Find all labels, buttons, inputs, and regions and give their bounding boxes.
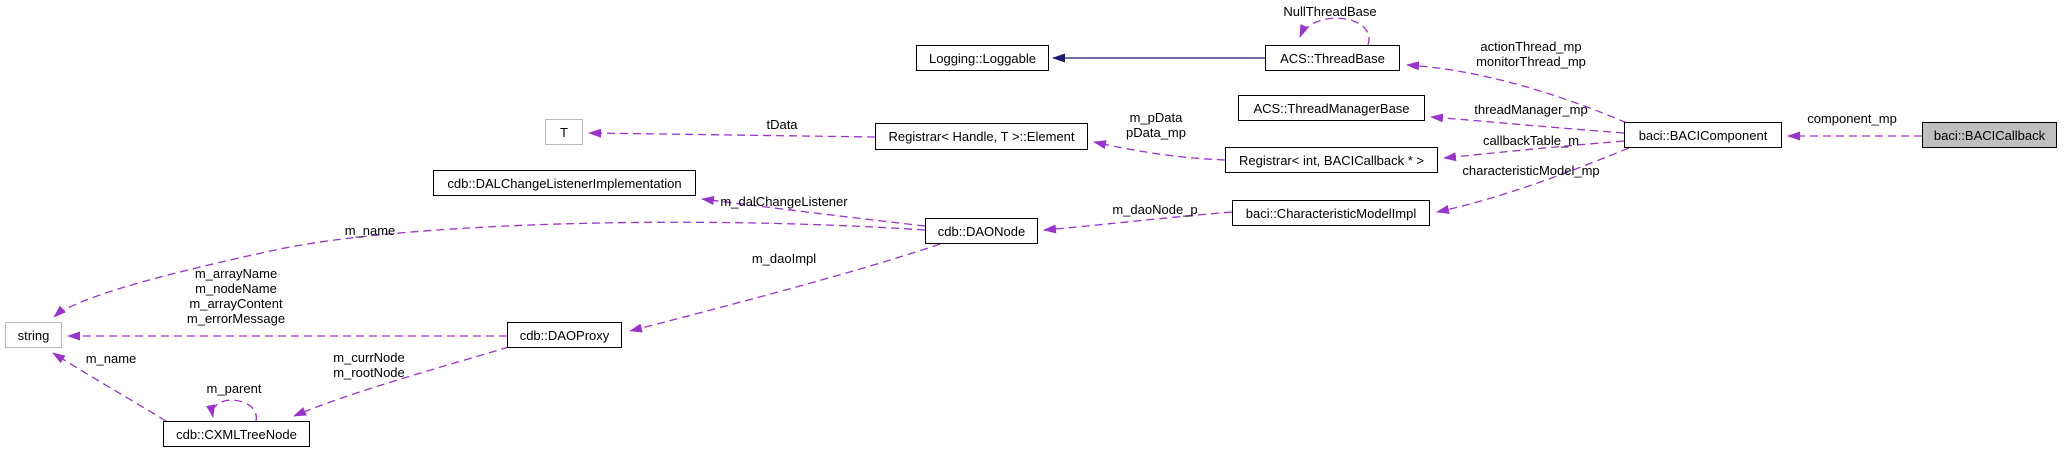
node-cdb-daonode[interactable]: cdb::DAONode bbox=[925, 218, 1038, 244]
edge-currnode bbox=[293, 346, 510, 417]
edge-label-daoimpl: m_daoImpl bbox=[751, 251, 817, 266]
edge-label-actionthread: actionThread_mp monitorThread_mp bbox=[1476, 39, 1586, 69]
edge-label-pdata: m_pData pData_mp bbox=[1126, 110, 1186, 140]
edge-actionthread bbox=[1406, 61, 1628, 124]
edge-tdata bbox=[588, 128, 876, 138]
node-cdb-daoproxy[interactable]: cdb::DAOProxy bbox=[507, 322, 622, 348]
edge-label-currnode: m_currNode m_rootNode bbox=[333, 350, 405, 380]
node-registrar-element[interactable]: Registrar< Handle, T >::Element bbox=[875, 123, 1088, 150]
node-registrar-int-bacicallback[interactable]: Registrar< int, BACICallback * > bbox=[1225, 147, 1438, 173]
node-baci-bacicallback: baci::BACICallback bbox=[1922, 122, 2057, 148]
edge-label-daonode-mname: m_name bbox=[344, 223, 396, 238]
edge-label-cxml-mname: m_name bbox=[85, 351, 137, 366]
edge-self-nullthreadbase bbox=[1299, 17, 1370, 46]
edge-label-arrayname: m_arrayName m_nodeName m_arrayContent m_… bbox=[186, 266, 286, 326]
edge-label-nullthreadbase: NullThreadBase bbox=[1283, 4, 1377, 19]
edge-label-threadmanager: threadManager_mp bbox=[1474, 102, 1588, 117]
edge-callbacktable bbox=[1443, 140, 1625, 162]
edge-label-daonode-p: m_daoNode_p bbox=[1112, 202, 1198, 217]
edge-characteristicmodel bbox=[1436, 147, 1630, 214]
node-baci-characteristicmodelimpl[interactable]: baci::CharacteristicModelImpl bbox=[1232, 200, 1430, 226]
node-baci-bacicomponent[interactable]: baci::BACIComponent bbox=[1624, 122, 1782, 148]
edge-label-dalchangelistener: m_dalChangeListener bbox=[720, 194, 848, 209]
node-cdb-cxmltreenode[interactable]: cdb::CXMLTreeNode bbox=[163, 421, 310, 447]
edge-cxml-mname bbox=[52, 352, 167, 422]
node-logging-loggable[interactable]: Logging::Loggable bbox=[916, 45, 1049, 71]
edge-pdata bbox=[1093, 140, 1226, 161]
node-template-param-t: T bbox=[545, 119, 583, 145]
edge-label-mparent: m_parent bbox=[206, 381, 262, 396]
edge-self-mparent bbox=[206, 399, 257, 422]
edge-threadmanager bbox=[1430, 113, 1625, 134]
node-acs-threadbase[interactable]: ACS::ThreadBase bbox=[1265, 45, 1400, 71]
edge-dalchangelistener bbox=[701, 196, 926, 227]
edge-label-callbacktable: callbackTable_m bbox=[1482, 133, 1580, 148]
node-string: string bbox=[5, 322, 62, 348]
edge-label-component: component_mp bbox=[1807, 111, 1897, 126]
node-acs-threadmanagerbase[interactable]: ACS::ThreadManagerBase bbox=[1238, 95, 1425, 121]
node-cdb-dalchangelistenerimplementation[interactable]: cdb::DALChangeListenerImplementation bbox=[433, 170, 696, 196]
edge-daoimpl bbox=[629, 243, 941, 333]
edge-label-tdata: tData bbox=[766, 117, 798, 132]
edge-label-characteristicmodel: characteristicModel_mp bbox=[1462, 163, 1600, 178]
edge-daonode-mname bbox=[53, 221, 926, 318]
